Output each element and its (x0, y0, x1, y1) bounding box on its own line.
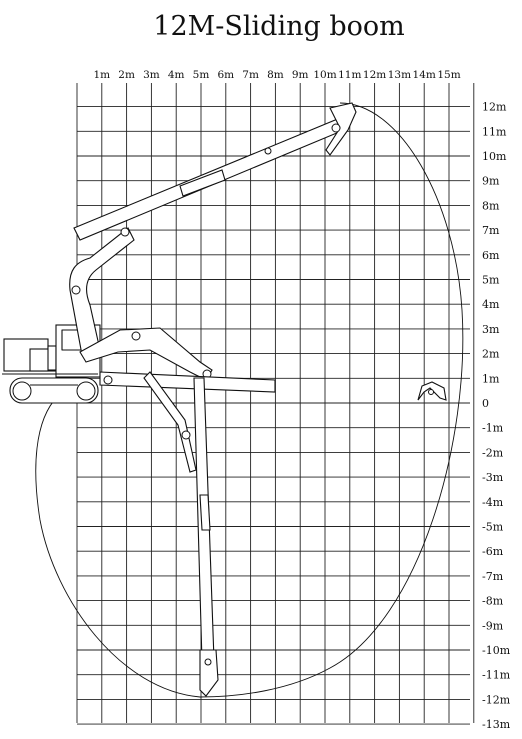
boom-pin (71, 285, 81, 295)
boom-pin-lower (131, 331, 141, 341)
stick-link-down (143, 371, 197, 473)
y-tick-label: -2m (482, 446, 504, 459)
stick-link-pin (181, 430, 191, 440)
x-tick-label: 5m (193, 69, 210, 81)
cab-post (47, 345, 57, 371)
boom-head-pin (120, 227, 130, 237)
bucket-ground (417, 381, 447, 401)
y-tick-label: 5m (482, 274, 500, 287)
y-tick-label: -1m (482, 422, 504, 435)
x-tick-label: 3m (143, 69, 160, 81)
y-tick-label: 9m (482, 175, 500, 188)
main-boom-upper (69, 227, 135, 356)
y-tick-label: -9m (482, 619, 504, 632)
boom-lower-position (79, 327, 276, 697)
y-tick-label: -7m (482, 570, 504, 583)
y-tick-label: 8m (482, 199, 500, 212)
y-tick-label: 4m (482, 298, 500, 311)
y-tick-label: 12m (482, 101, 507, 114)
y-tick-label: 10m (482, 150, 507, 163)
x-tick-label: 10m (313, 69, 336, 81)
boom-upper-position (69, 102, 357, 356)
y-tick-label: -3m (482, 471, 504, 484)
track-idler (12, 381, 32, 401)
y-tick-label: 1m (482, 372, 500, 385)
y-tick-label: -5m (482, 521, 504, 534)
y-tick-label: 2m (482, 348, 500, 361)
x-tick-label: 1m (93, 69, 110, 81)
horizontal-stick (99, 371, 276, 393)
track-sprocket (76, 381, 96, 401)
x-tick-label: 7m (242, 69, 259, 81)
y-tick-label: -8m (482, 595, 504, 608)
y-tick-label: -10m (482, 644, 511, 657)
y-tick-label: -12m (482, 693, 511, 706)
y-tick-label: 7m (482, 224, 500, 237)
y-tick-label: 3m (482, 323, 500, 336)
stick-pin-left (103, 375, 113, 385)
y-tick-label: -13m (482, 718, 511, 731)
vertical-stick-cylinder (199, 494, 211, 531)
y-tick-label: 0 (482, 397, 489, 410)
bucket-ground-reach (417, 381, 447, 401)
x-tick-label: 14m (413, 69, 436, 81)
page-title: 12M-Sliding boom (153, 11, 404, 42)
grid (76, 83, 475, 725)
x-tick-label: 12m (363, 69, 386, 81)
x-tick-label: 6m (217, 69, 234, 81)
stick-pin-mid (264, 147, 272, 155)
x-tick-label: 2m (118, 69, 135, 81)
working-range-envelope (35, 102, 464, 698)
x-tick-label: 9m (292, 69, 309, 81)
x-tick-label: 11m (338, 69, 361, 81)
y-tick-label: 6m (482, 249, 500, 262)
x-tick-label: 4m (168, 69, 185, 81)
x-tick-label: 15m (437, 69, 460, 81)
y-tick-label: -6m (482, 545, 504, 558)
x-tick-label: 8m (267, 69, 284, 81)
bucket-pin-upper (331, 123, 341, 133)
bucket-pin-lower (204, 658, 212, 666)
y-tick-label: -4m (482, 496, 504, 509)
bucket-lower (199, 649, 219, 697)
y-axis-ticks: 12m 11m 10m 9m 8m 7m 6m 5m 4m 3m 2m 1m 0 -1m -2m -3m -4m… (482, 101, 511, 731)
y-tick-label: 11m (482, 125, 507, 138)
x-tick-label: 13m (388, 69, 411, 81)
stick-cylinder-upper (179, 169, 226, 197)
bucket-ground-pin (428, 389, 434, 395)
crawler-track (9, 377, 99, 404)
y-tick-label: -11m (482, 669, 511, 682)
